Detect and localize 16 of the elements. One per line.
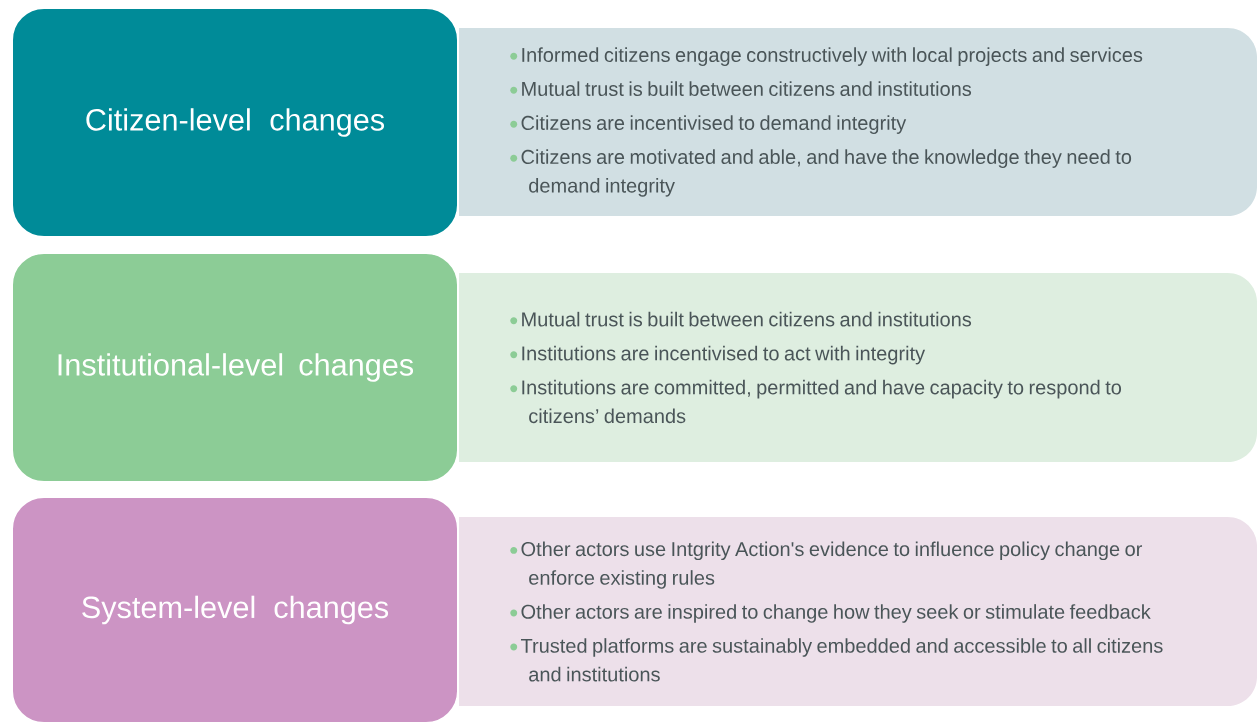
bullet-item: Informed citizens engage constructively with local projects and services [510,47,1143,66]
bullet-item: Other actors are inspired to change how they seek or stimulate feedback [510,604,1151,623]
bullet-panel [459,28,1257,216]
heading-box: Institutional-level changes [11,252,459,483]
bullet-item: Institutions are committed, permitted and have capacity to respond to citizens’ demands [510,379,1122,424]
bullet-item: Citizens are motivated and able, and have the knowledge they need to demand integrity [510,149,1132,197]
bullet-panel [459,517,1257,706]
bullet-item: Mutual trust is built between citizens and institutions [510,81,972,96]
bullet-panel [459,273,1257,462]
bullet-item: Mutual trust is built between citizens and institutions [510,311,972,327]
bullet-item: Trusted platforms are sustainably embedded and accessible to all citizens and institutions [510,638,1163,682]
bullet-item: Citizens are incentivised to demand integrity [510,115,907,134]
bullet-item: Institutions are incentivised to act with integrity [510,345,926,365]
bullet-item: Other actors use Intgrity Action's evidence to influence policy change or enforce existing rules [510,541,1142,589]
heading-box: Citizen-level changes [11,7,459,238]
heading-box: System-level changes [11,496,459,724]
